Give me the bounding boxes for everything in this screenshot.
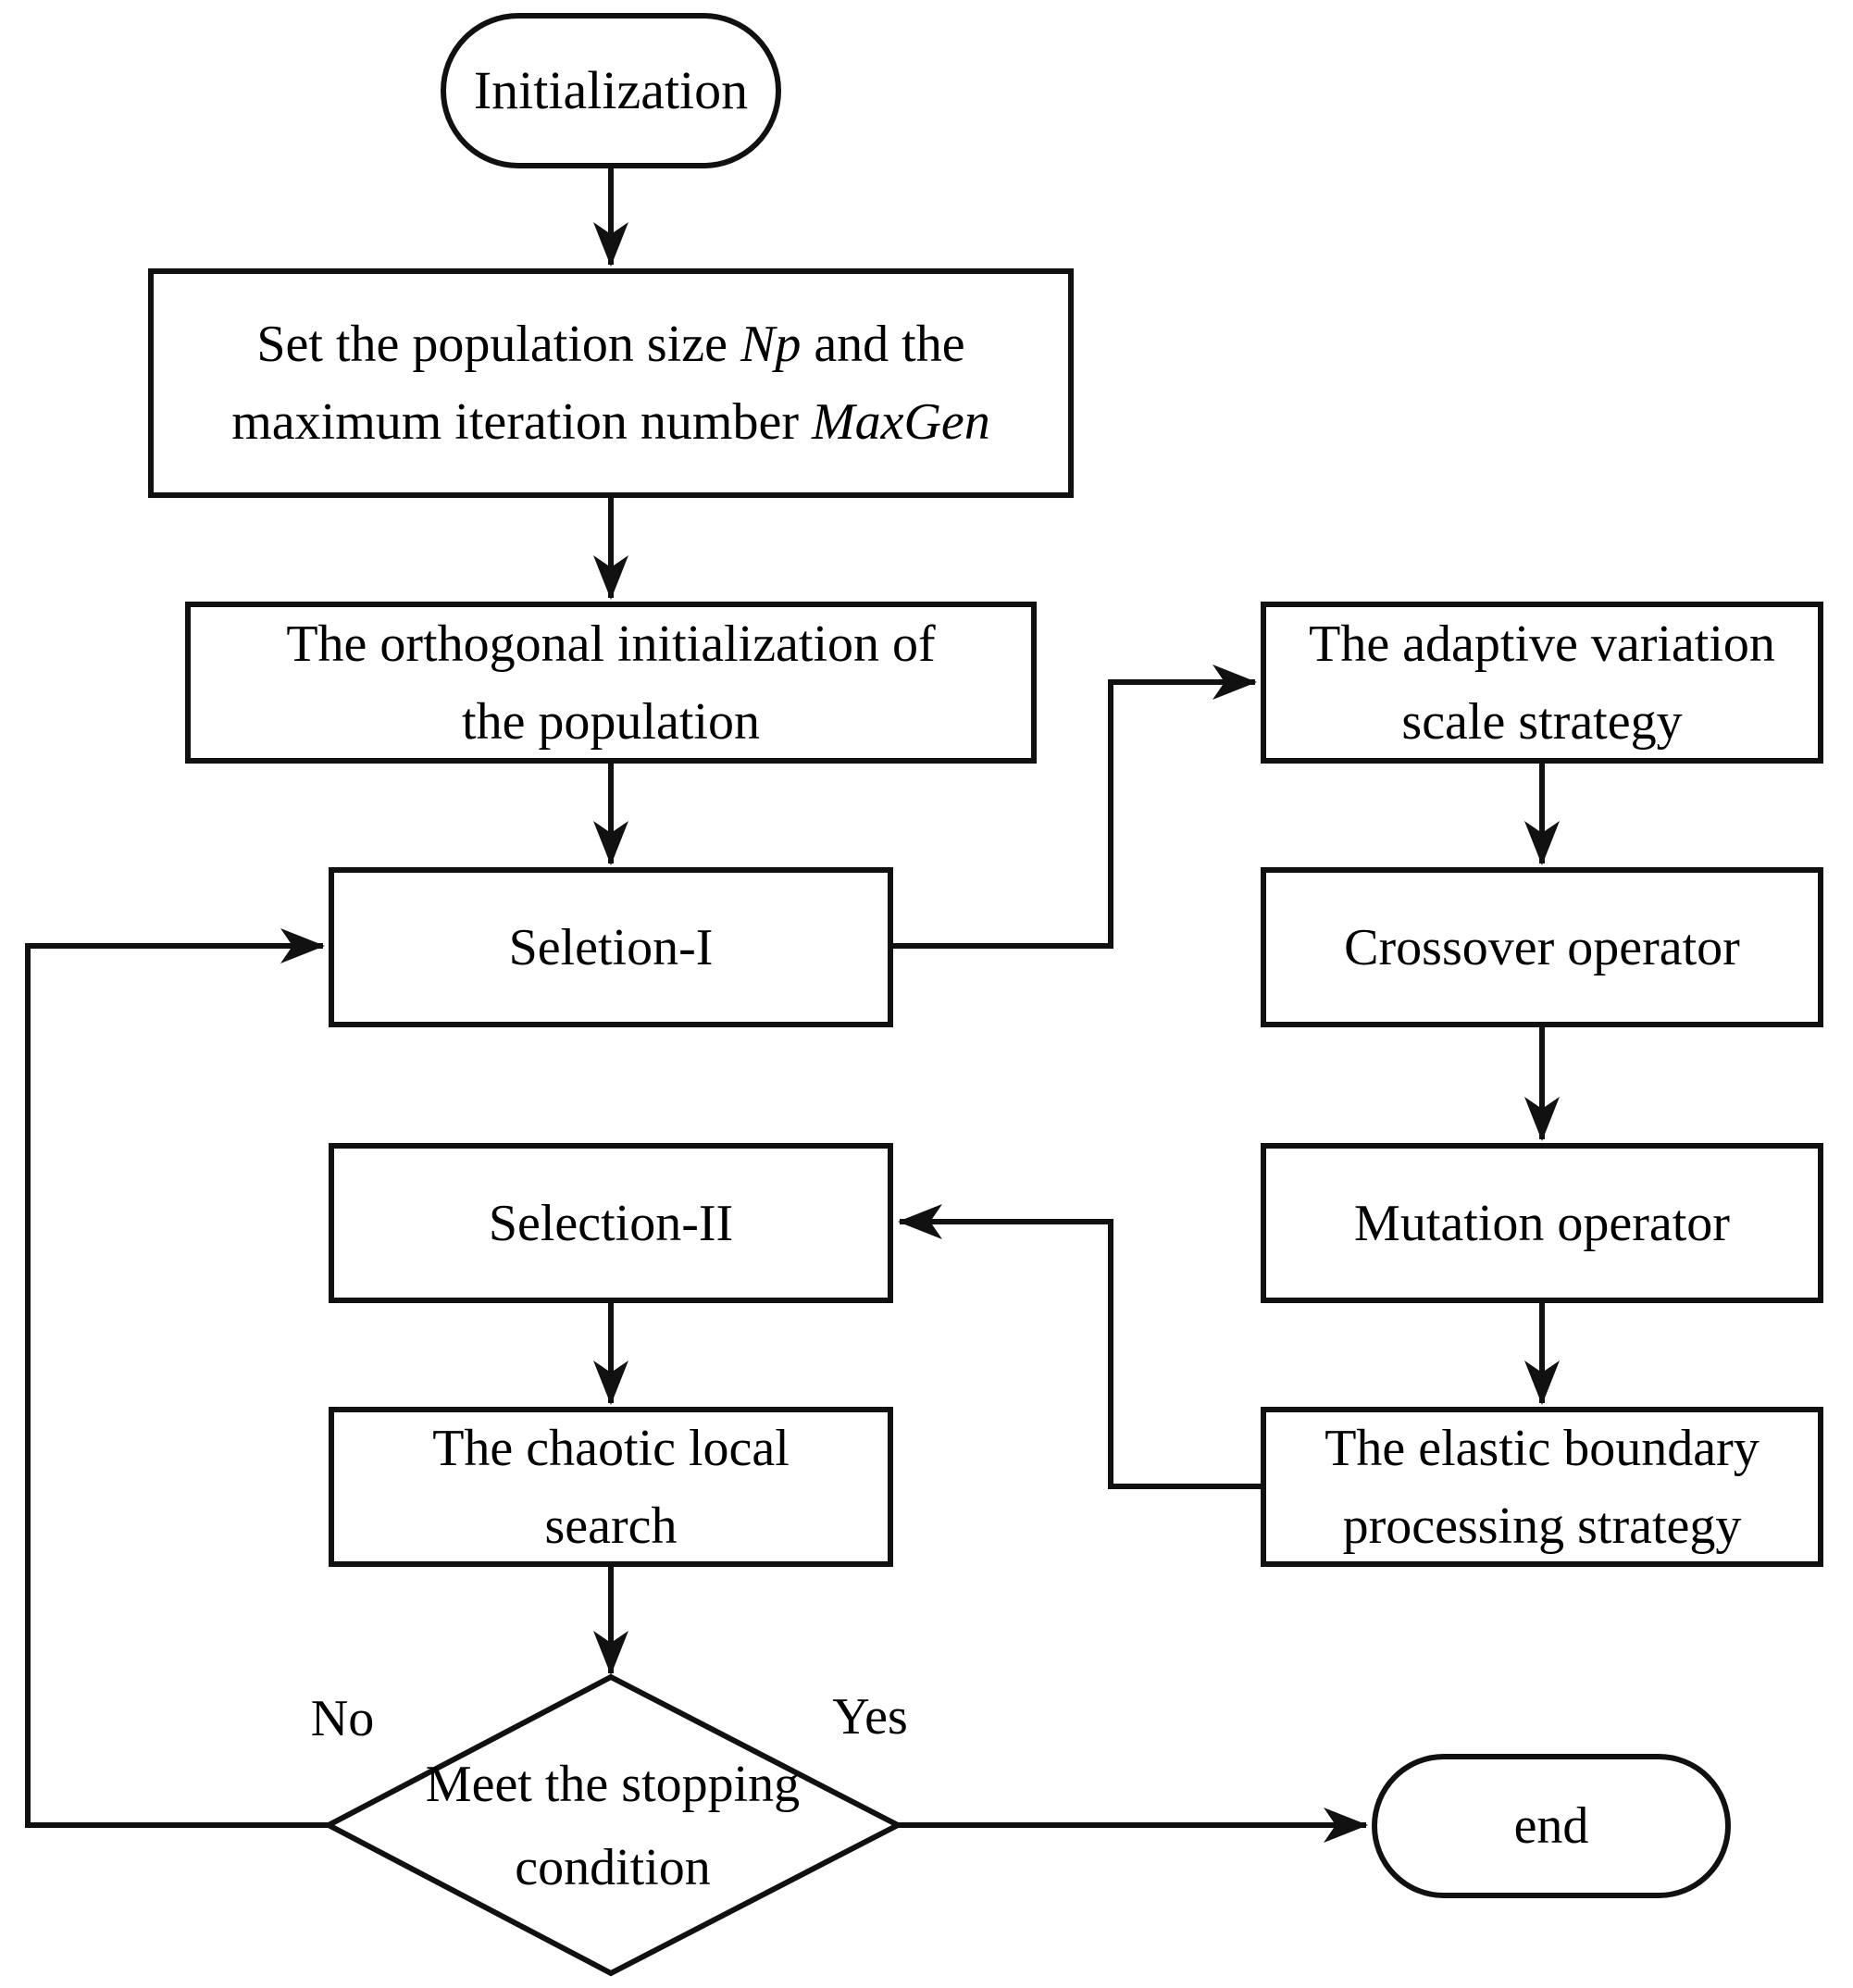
decision-line2: condition bbox=[515, 1838, 711, 1896]
orthogonal-init-line2: the population bbox=[462, 692, 760, 751]
chaotic-search-line1: The chaotic local bbox=[432, 1419, 790, 1477]
adaptive-variation-line1: The adaptive variation bbox=[1309, 615, 1775, 673]
crossover-box: Crossover operator bbox=[1261, 867, 1823, 1027]
end-label: end bbox=[1513, 1797, 1589, 1855]
adaptive-variation-line2: scale strategy bbox=[1401, 692, 1683, 751]
mutation-box: Mutation operator bbox=[1261, 1143, 1823, 1303]
set-params-line2: maximum iteration number MaxGen bbox=[231, 393, 990, 451]
yes-edge-label: Yes bbox=[832, 1688, 908, 1746]
set-params-line1: Set the population size Np and the bbox=[256, 316, 965, 373]
set-params-box: Set the population size Np and the maxim… bbox=[148, 268, 1074, 498]
chaotic-search-box: The chaotic local search bbox=[329, 1407, 893, 1567]
decision-diamond bbox=[322, 1673, 904, 1977]
no-edge-label: No bbox=[310, 1690, 375, 1747]
end-node: end bbox=[1372, 1754, 1731, 1898]
maxgen-variable: MaxGen bbox=[811, 393, 990, 451]
selection1-label: Seletion-I bbox=[508, 918, 714, 976]
selection1-box: Seletion-I bbox=[329, 867, 893, 1027]
orthogonal-init-box: The orthogonal initialization of the pop… bbox=[185, 602, 1037, 764]
edge-selection1-to-adaptive-variation bbox=[893, 665, 1257, 949]
orthogonal-init-line1: The orthogonal initialization of bbox=[286, 615, 936, 673]
mutation-label: Mutation operator bbox=[1354, 1194, 1730, 1252]
selection2-box: Selection-II bbox=[329, 1143, 893, 1303]
np-variable: Np bbox=[740, 316, 802, 373]
edge-elastic-boundary-to-selection2 bbox=[898, 1204, 1261, 1489]
elastic-boundary-box: The elastic boundary processing strategy bbox=[1261, 1407, 1823, 1567]
edge-decision-no-to-selection1 bbox=[25, 928, 331, 1828]
elastic-boundary-line2: processing strategy bbox=[1342, 1497, 1742, 1555]
selection2-label: Selection-II bbox=[488, 1194, 734, 1252]
start-node: Initialization bbox=[441, 13, 781, 168]
crossover-label: Crossover operator bbox=[1344, 918, 1740, 976]
decision-text: Meet the stopping condition bbox=[381, 1721, 844, 1930]
elastic-boundary-line1: The elastic boundary bbox=[1324, 1419, 1760, 1477]
start-label: Initialization bbox=[473, 60, 749, 120]
decision-line1: Meet the stopping bbox=[425, 1755, 801, 1813]
adaptive-variation-box: The adaptive variation scale strategy bbox=[1261, 602, 1823, 764]
chaotic-search-line2: search bbox=[544, 1497, 678, 1555]
